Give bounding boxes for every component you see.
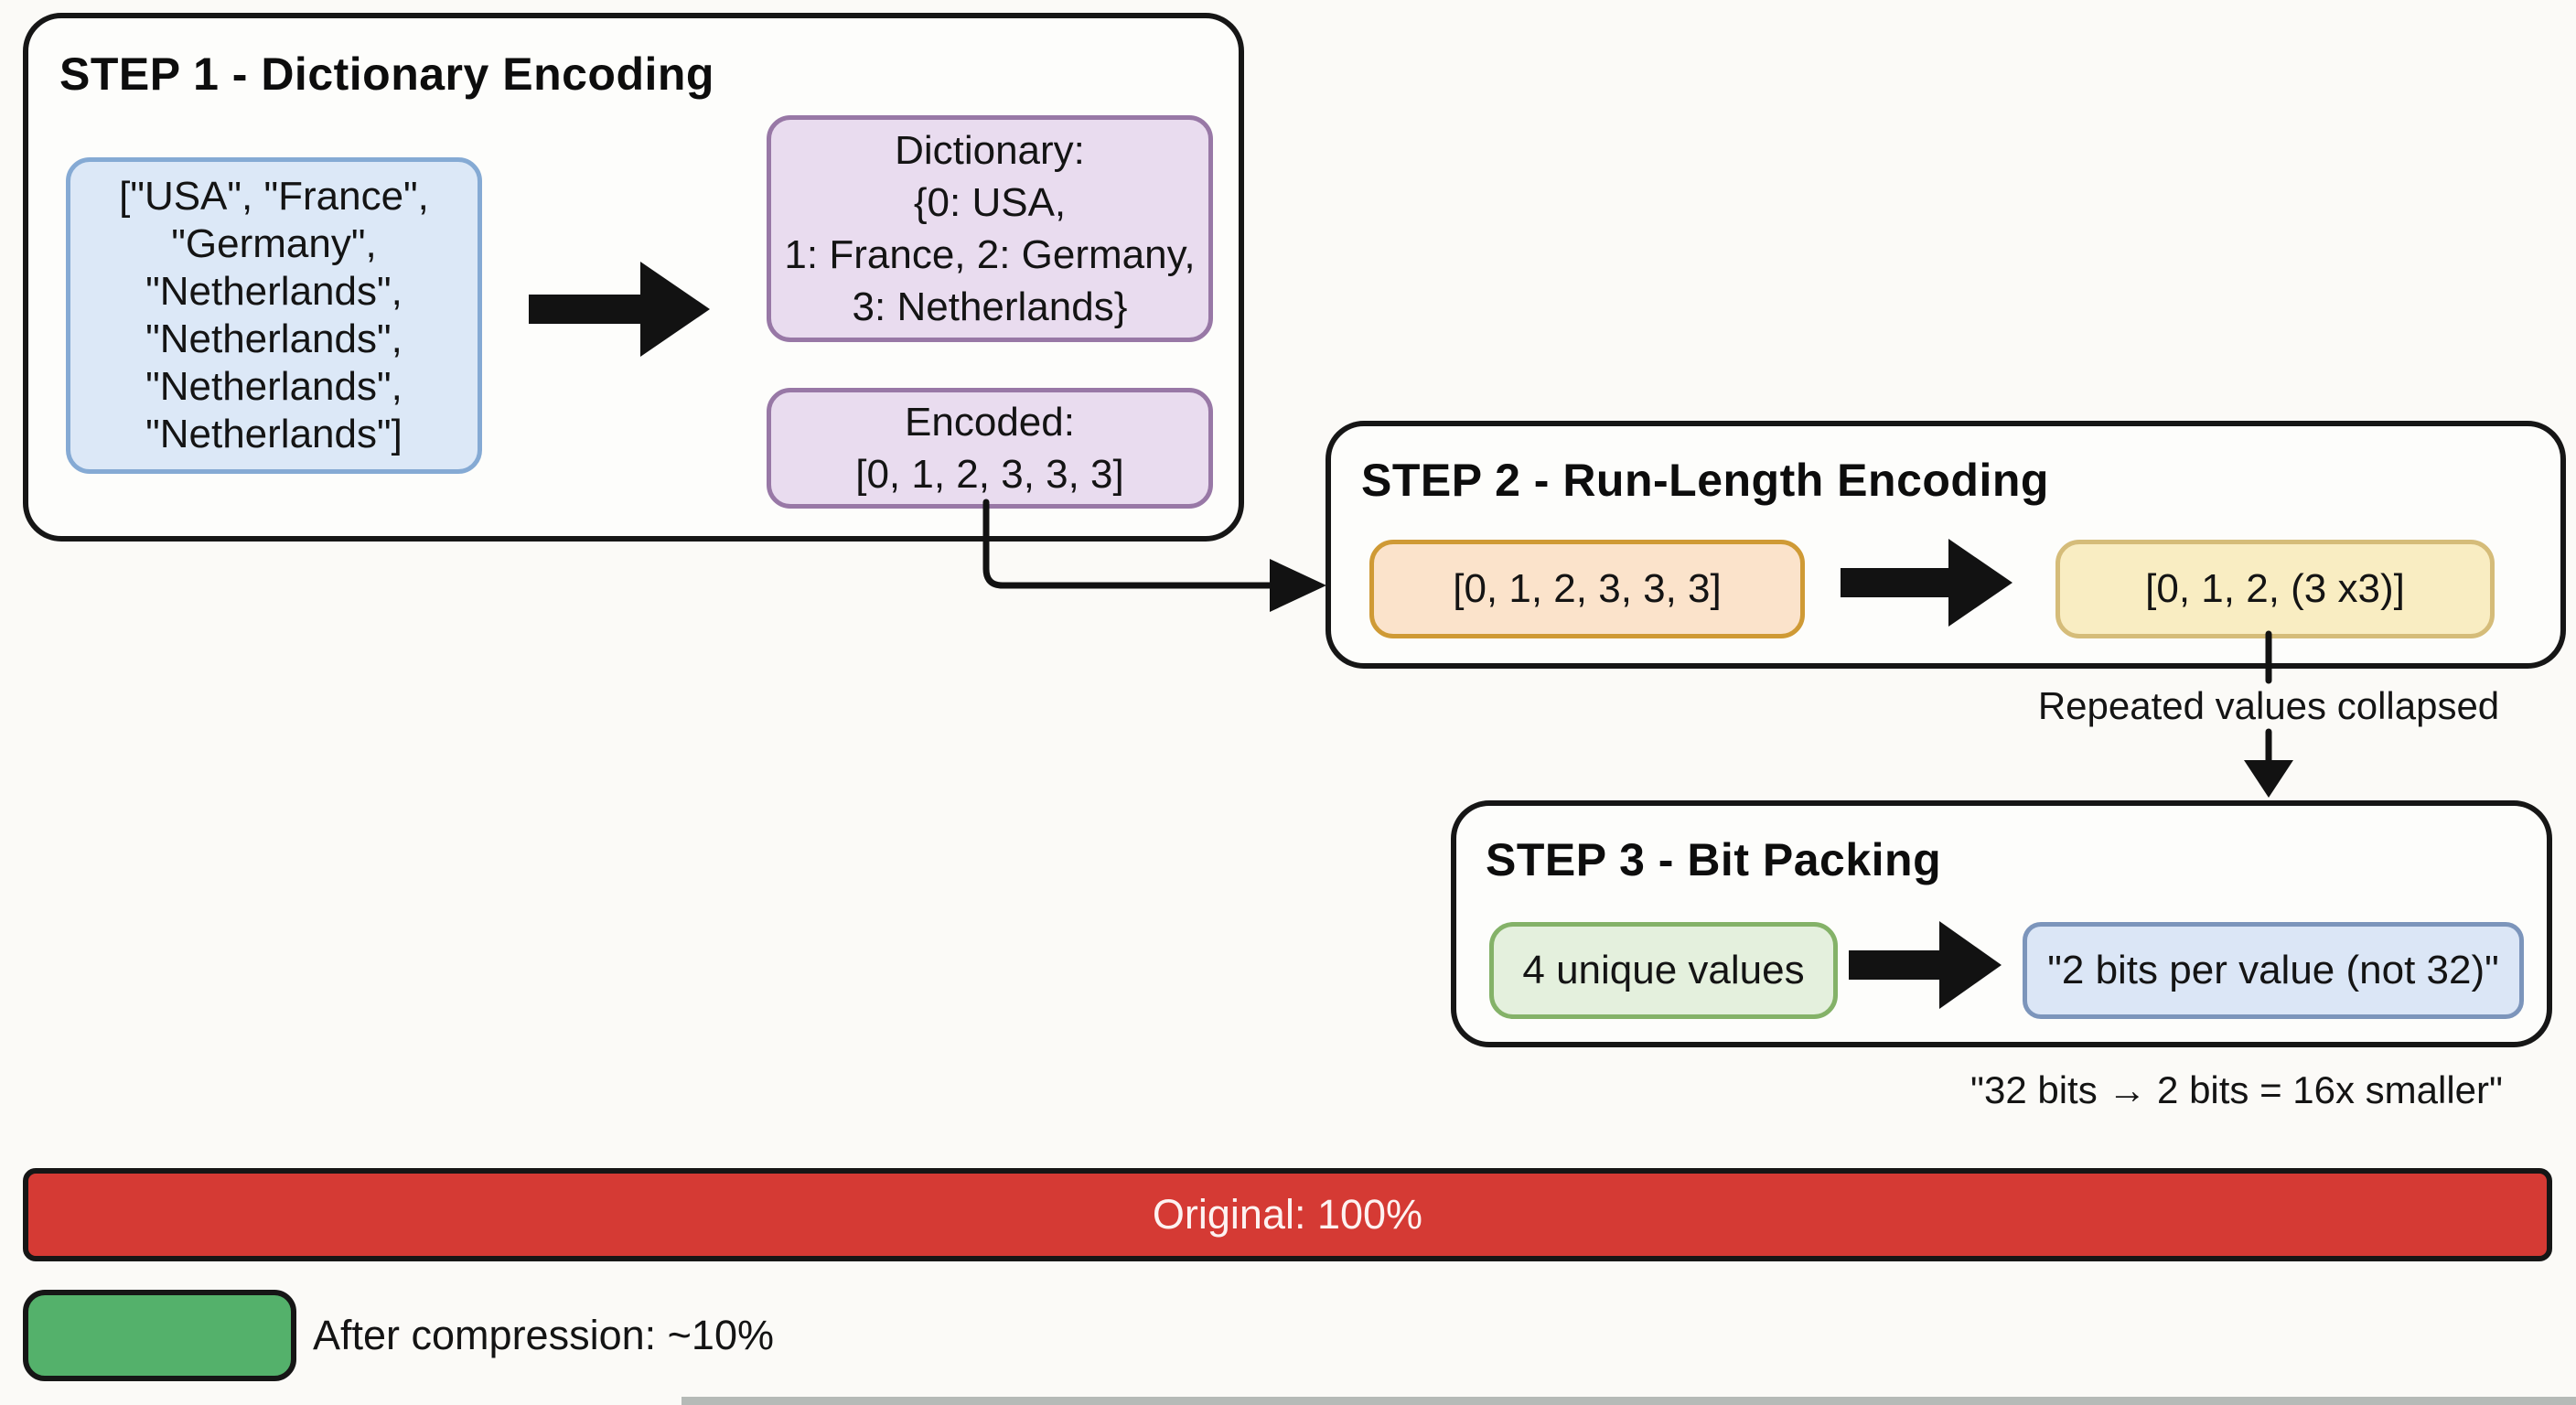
- collapse-annotation: Repeated values collapsed: [2037, 684, 2500, 727]
- compressed-size-label: After compression: ~10%: [313, 1312, 774, 1358]
- step3-panel: STEP 3 - Bit Packing 4 unique values "2 …: [1451, 800, 2552, 1047]
- compressed-size-bar: [23, 1290, 296, 1381]
- step2-input-box: [0, 1, 2, 3, 3, 3]: [1369, 540, 1805, 638]
- step1-title: STEP 1 - Dictionary Encoding: [59, 48, 714, 100]
- original-size-bar: Original: 100%: [23, 1168, 2552, 1261]
- step3-output-box: "2 bits per value (not 32)": [2023, 922, 2524, 1019]
- step1-dictionary-box: Dictionary: {0: USA, 1: France, 2: Germa…: [767, 115, 1213, 342]
- step3-input-box: 4 unique values: [1489, 922, 1838, 1019]
- scan-artifact-line: [682, 1397, 2576, 1405]
- step1-encoded-box: Encoded: [0, 1, 2, 3, 3, 3]: [767, 388, 1213, 509]
- step3-title: STEP 3 - Bit Packing: [1486, 834, 1942, 885]
- step2-title: STEP 2 - Run-Length Encoding: [1361, 455, 2049, 506]
- compression-ratio-annotation: "32 bits → 2 bits = 16x smaller": [1970, 1068, 2503, 1111]
- original-size-label: Original: 100%: [1152, 1191, 1423, 1238]
- step1-panel: STEP 1 - Dictionary Encoding ["USA", "Fr…: [23, 13, 1244, 542]
- step2-output-box: [0, 1, 2, (3 x3)]: [2055, 540, 2495, 638]
- step2-panel: STEP 2 - Run-Length Encoding [0, 1, 2, 3…: [1326, 421, 2566, 669]
- step1-input-values-box: ["USA", "France", "Germany", "Netherland…: [66, 157, 482, 474]
